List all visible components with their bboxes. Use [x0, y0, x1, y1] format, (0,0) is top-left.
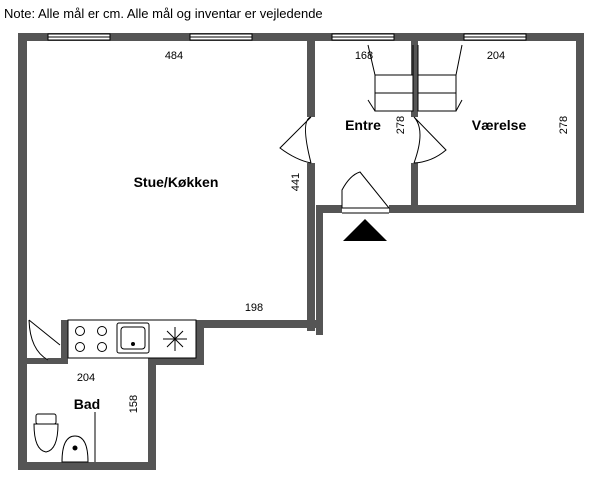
wall-stue-entre-bottom [307, 163, 315, 331]
dim-bad-width: 204 [77, 372, 95, 384]
dim-entre-height: 278 [395, 116, 407, 134]
dim-entre-width: 168 [355, 50, 373, 62]
wall-entre-vaerelse-top [411, 41, 418, 117]
sink-icon [116, 322, 150, 354]
wall-bad-right [148, 358, 156, 470]
dim-vaerelse-width: 204 [487, 50, 505, 62]
wall-right [576, 33, 584, 213]
kitchen [67, 319, 197, 359]
wall-bottom [18, 462, 156, 470]
doors [28, 116, 447, 361]
door-entrance [341, 171, 391, 209]
wall-stue-entre-top [307, 41, 315, 117]
bathroom-fixtures [33, 412, 96, 463]
windows [47, 33, 527, 41]
plan-note: Note: Alle mål er cm. Alle mål og invent… [4, 6, 323, 21]
door-bad [28, 319, 61, 361]
walls [18, 33, 584, 470]
fridge-icon [163, 327, 187, 351]
wardrobes [367, 44, 463, 112]
door-stue-entre [279, 116, 312, 164]
wall-left [18, 33, 27, 470]
dim-stue-height: 441 [290, 173, 302, 191]
wall-entre-vaerelse-bottom [411, 163, 418, 213]
wall-vaerelse-bottom [389, 205, 584, 213]
wall-kitchen-right [196, 320, 204, 365]
wall-top [18, 33, 584, 41]
sink-icon [61, 435, 89, 463]
room-label-bad: Bad [74, 396, 100, 412]
room-label-stue: Stue/Køkken [134, 174, 219, 190]
dim-vaerelse-height: 278 [558, 116, 570, 134]
room-label-vaerelse: Værelse [472, 117, 527, 133]
room-label-entre: Entre [345, 117, 381, 133]
wall-step-vertical [316, 205, 323, 335]
wall-step-horizontal [196, 320, 323, 328]
dim-stue-width: 484 [165, 50, 183, 62]
dim-bad-height: 158 [128, 395, 140, 413]
wall-kitchen-bottom [148, 358, 204, 365]
toilet-icon [33, 413, 59, 453]
entrance-arrow-icon [343, 219, 387, 241]
wall-entre-bottom-left [316, 205, 342, 213]
dim-stue-bottom: 198 [245, 302, 263, 314]
door-entre-vaerelse [413, 116, 447, 164]
stove-icon [75, 326, 107, 352]
wall-kitchen-bad [27, 358, 67, 364]
wall-bad-divider [61, 320, 68, 364]
